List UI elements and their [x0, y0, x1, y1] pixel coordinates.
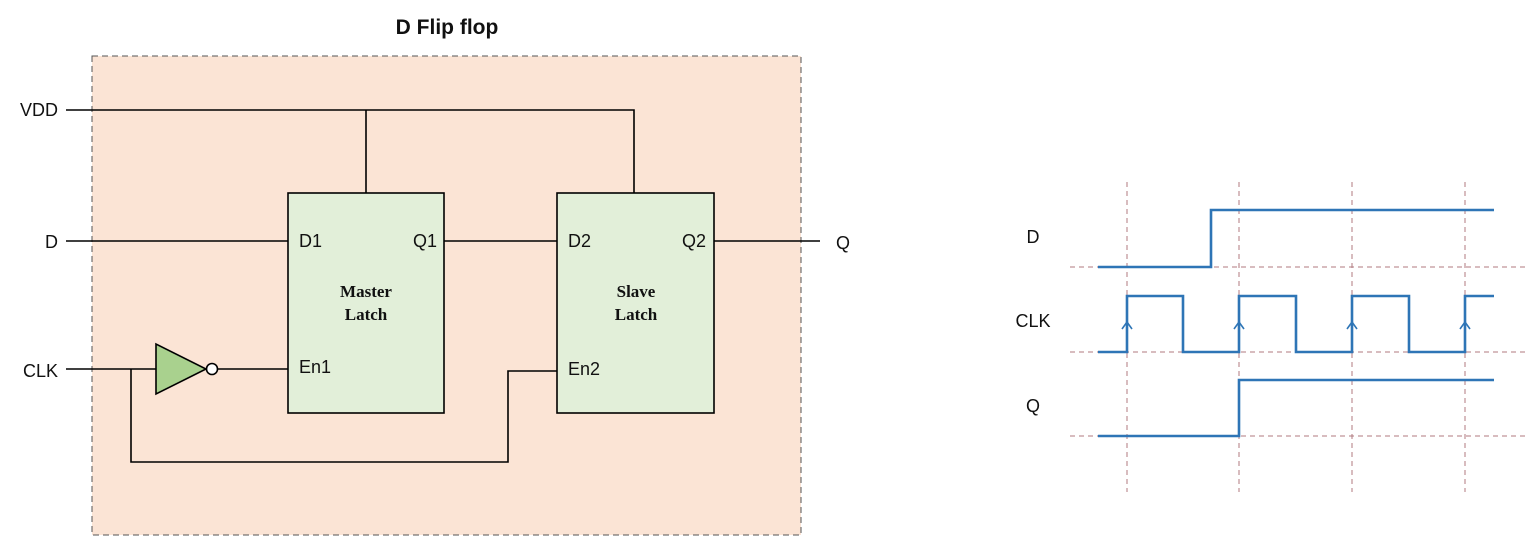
slave-en2-pin: En2	[568, 359, 600, 379]
clk-en2-wire	[130, 369, 557, 463]
master-latch-subtitle: Latch	[345, 305, 388, 324]
waveform-clk	[1098, 294, 1494, 354]
clk-label: CLK	[23, 361, 58, 381]
slave-latch-title: Slave	[617, 282, 656, 301]
master-latch: D1 Q1 En1 Master Latch	[287, 192, 445, 414]
timing-label-q: Q	[1026, 396, 1040, 416]
inverter-bubble	[205, 362, 219, 376]
waveform-d	[1098, 208, 1494, 269]
circuit-schematic: D Flip flop VDD D CLK Q D1 Q1 En1 Master…	[20, 16, 850, 536]
timing-label-clk: CLK	[1015, 311, 1050, 331]
clk-rising-edge-arrow-2	[1233, 320, 1245, 330]
slave-latch: D2 Q2 En2 Slave Latch	[556, 192, 715, 414]
slave-latch-box	[556, 192, 715, 414]
waveform-q	[1098, 378, 1494, 438]
master-en1-pin: En1	[299, 357, 331, 377]
d-input-label: D	[45, 232, 58, 252]
slave-d2-pin: D2	[568, 231, 591, 251]
slave-q2-pin: Q2	[682, 231, 706, 251]
q-output-label: Q	[836, 233, 850, 253]
inverter-gate	[155, 342, 208, 396]
slave-latch-subtitle: Latch	[615, 305, 658, 324]
diagram-title: D Flip flop	[396, 16, 499, 39]
vdd-wire	[66, 109, 635, 193]
vdd-label: VDD	[20, 100, 58, 120]
master-latch-box	[287, 192, 445, 414]
clk-rising-edge-arrow-1	[1121, 320, 1133, 330]
master-latch-title: Master	[340, 282, 392, 301]
master-d1-pin: D1	[299, 231, 322, 251]
master-q1-pin: Q1	[413, 231, 437, 251]
clk-rising-edge-arrow-4	[1459, 320, 1471, 330]
clk-rising-edge-arrow-3	[1346, 320, 1358, 330]
timing-diagram: D CLK Q	[1015, 182, 1525, 492]
timing-label-d: D	[1027, 227, 1040, 247]
